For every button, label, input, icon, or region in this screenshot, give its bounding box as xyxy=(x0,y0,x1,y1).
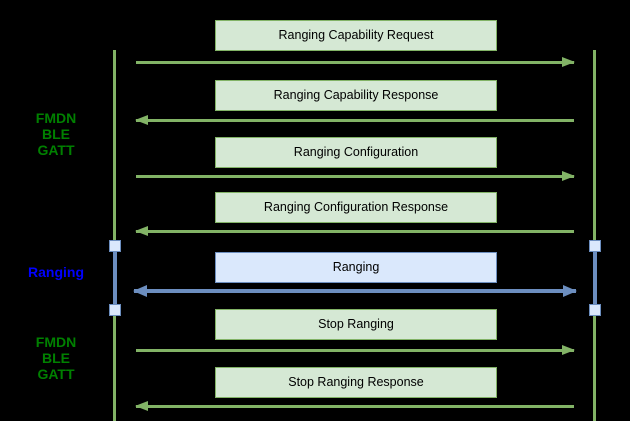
arrowhead-left-icon xyxy=(135,226,148,236)
arrow-shaft xyxy=(136,404,574,408)
arrowhead-left-icon xyxy=(133,285,147,297)
activation-node-top-left xyxy=(108,240,121,252)
phase-label-line: BLE xyxy=(42,350,70,366)
arrowhead-right-icon xyxy=(562,57,575,67)
message-box-ranging-configuration-response: Ranging Configuration Response xyxy=(215,192,497,223)
activation-node-top-right xyxy=(588,240,601,252)
message-box-stop-ranging: Stop Ranging xyxy=(215,309,497,340)
arrow-shaft xyxy=(136,229,574,233)
arrowhead-right-icon xyxy=(562,345,575,355)
arrow-shaft xyxy=(134,289,576,293)
message-box-ranging-configuration: Ranging Configuration xyxy=(215,137,497,168)
phase-label-fmdn-ble-gatt-bottom: FMDN BLE GATT xyxy=(0,334,112,382)
phase-label-line: GATT xyxy=(37,142,75,158)
message-box-ranging-capability-request: Ranging Capability Request xyxy=(215,20,497,51)
activation-bar-right xyxy=(592,248,597,310)
activation-node-bottom-left xyxy=(108,304,121,316)
message-box-ranging-capability-response: Ranging Capability Response xyxy=(215,80,497,111)
phase-label-line: FMDN xyxy=(35,334,77,350)
phase-label-line: FMDN xyxy=(35,110,77,126)
lifeline-right xyxy=(593,50,596,421)
phase-label-line: BLE xyxy=(42,126,70,142)
arrow-shaft xyxy=(136,348,574,352)
arrowhead-left-icon xyxy=(135,401,148,411)
message-box-ranging: Ranging xyxy=(215,252,497,283)
arrowhead-right-icon xyxy=(562,171,575,181)
arrow-shaft xyxy=(136,174,574,178)
activation-bar-left xyxy=(112,248,117,310)
arrowhead-right-icon xyxy=(563,285,577,297)
phase-label-line: GATT xyxy=(37,366,75,382)
lifeline-left xyxy=(113,50,116,421)
arrow-shaft xyxy=(136,118,574,122)
arrowhead-left-icon xyxy=(135,115,148,125)
phase-label-ranging: Ranging xyxy=(0,264,112,280)
phase-label-fmdn-ble-gatt-top: FMDN BLE GATT xyxy=(0,110,112,158)
message-box-stop-ranging-response: Stop Ranging Response xyxy=(215,367,497,398)
activation-node-bottom-right xyxy=(588,304,601,316)
phase-label-line: Ranging xyxy=(28,264,84,280)
arrow-shaft xyxy=(136,60,574,64)
